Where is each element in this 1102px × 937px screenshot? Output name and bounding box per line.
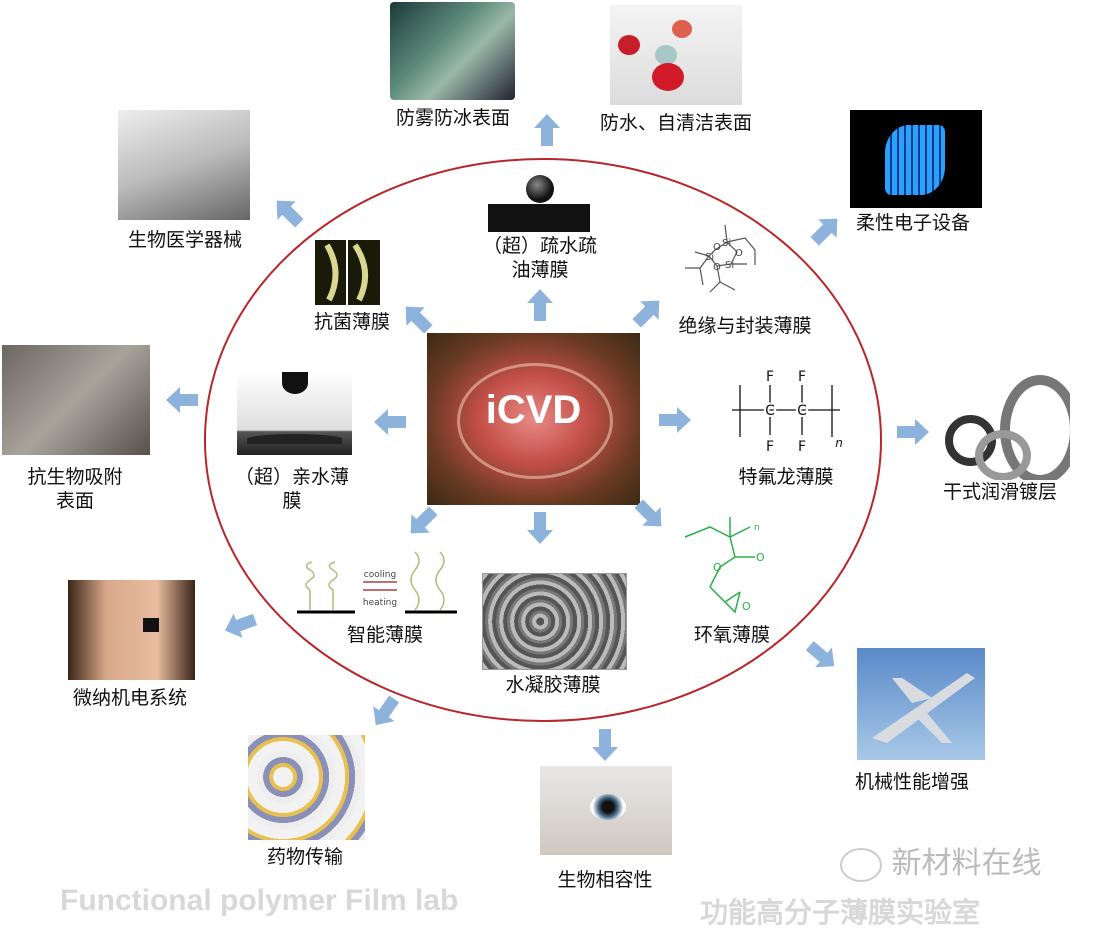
- flow-arrow-icon: [372, 407, 408, 437]
- flow-arrow-icon: [532, 112, 562, 148]
- label-lubrication: 干式润滑镀层: [942, 481, 1058, 503]
- flow-arrow-icon: [625, 289, 672, 336]
- svg-text:F: F: [766, 439, 774, 455]
- label-antifouling-2: 表面: [55, 490, 95, 512]
- flow-arrow-icon: [799, 633, 846, 679]
- icvd-label: iCVD: [485, 388, 582, 432]
- flow-arrow-icon: [803, 207, 850, 254]
- water-droplets-image: [610, 5, 742, 105]
- label-antifog: 防雾防冰表面: [395, 107, 511, 129]
- svg-text:n: n: [754, 523, 760, 533]
- watermark-lab-chinese: 功能高分子薄膜实验室: [700, 896, 981, 929]
- label-insulation: 绝缘与封装薄膜: [678, 315, 812, 337]
- flow-arrow-icon: [218, 605, 262, 646]
- hydrogel-sem-image: [482, 573, 627, 670]
- mems-chip-image: [68, 580, 195, 680]
- medical-devices-image: [118, 110, 250, 220]
- watermark-wechat: 新材料在线: [840, 846, 1042, 882]
- label-antibacterial: 抗菌薄膜: [313, 311, 391, 333]
- label-teflon: 特氟龙薄膜: [738, 466, 834, 488]
- hydrophilic-droplet-image: [237, 372, 352, 455]
- svg-text:O: O: [756, 551, 765, 564]
- flow-arrow-icon: [525, 287, 555, 323]
- svg-text:Si: Si: [725, 260, 734, 271]
- label-flexible: 柔性电子设备: [855, 212, 971, 234]
- svg-text:O: O: [735, 248, 743, 259]
- label-hydrophobic-2: 油薄膜: [511, 259, 569, 281]
- biofouling-surface-image: [2, 345, 150, 455]
- eye-contact-lens-image: [540, 766, 672, 855]
- label-mems: 微纳机电系统: [72, 687, 188, 709]
- svg-text:O: O: [713, 242, 721, 253]
- svg-text:O: O: [713, 561, 722, 574]
- bearings-image: [935, 370, 1070, 480]
- heating-label: heating: [363, 598, 397, 608]
- label-hydrophobic-1: （超）疏水疏: [482, 235, 598, 257]
- pills-image: [248, 735, 365, 840]
- label-mechanical: 机械性能增强: [854, 771, 970, 793]
- flow-arrow-icon: [525, 510, 555, 546]
- flow-arrow-icon: [265, 189, 312, 236]
- label-drug: 药物传输: [266, 846, 344, 868]
- label-biocompat: 生物相容性: [557, 869, 653, 891]
- svg-text:n: n: [835, 436, 843, 450]
- flow-arrow-icon: [399, 499, 446, 546]
- svg-text:F: F: [798, 439, 806, 455]
- foggy-mirror-image: [390, 2, 515, 100]
- smart-film-diagram: cooling heating: [297, 551, 457, 614]
- flow-arrow-icon: [627, 492, 674, 539]
- label-waterproof: 防水、自清洁表面: [599, 112, 753, 134]
- label-antifouling-1: 抗生物吸附: [27, 466, 123, 488]
- label-epoxy: 环氧薄膜: [693, 624, 771, 646]
- airplane-image: [857, 648, 985, 760]
- label-hydrophilic-1: （超）亲水薄: [234, 466, 350, 488]
- flow-arrow-icon: [590, 727, 620, 763]
- svg-text:F: F: [798, 369, 806, 385]
- svg-text:C: C: [765, 403, 775, 419]
- wechat-icon: [840, 847, 882, 882]
- svg-text:F: F: [766, 369, 774, 385]
- svg-text:C: C: [797, 403, 807, 419]
- flow-arrow-icon: [164, 385, 200, 415]
- flow-arrow-icon: [362, 689, 407, 736]
- antibacterial-image: [315, 240, 380, 305]
- label-hydrophilic-2: 膜: [282, 490, 302, 512]
- flow-arrow-icon: [657, 405, 693, 435]
- label-hydrogel: 水凝胶薄膜: [505, 674, 601, 696]
- hydrophobic-droplet-image: [488, 170, 590, 232]
- svg-text:O: O: [742, 600, 751, 613]
- watermark-lab-english: Functional polymer Film lab: [60, 884, 459, 917]
- label-biomedical: 生物医学器械: [127, 229, 243, 251]
- icvd-reactor-image: iCVD: [427, 333, 640, 505]
- flow-arrow-icon: [394, 295, 441, 342]
- cooling-label: cooling: [364, 570, 396, 580]
- epoxy-structure: O O O n: [684, 517, 765, 614]
- svg-text:Si: Si: [705, 252, 714, 263]
- flexible-electronics-image: [850, 110, 982, 208]
- svg-text:Si: Si: [722, 238, 731, 249]
- teflon-structure: F F C C F F n: [732, 369, 843, 455]
- svg-text:O: O: [713, 262, 721, 273]
- label-smart: 智能薄膜: [346, 624, 424, 646]
- flow-arrow-icon: [895, 417, 931, 447]
